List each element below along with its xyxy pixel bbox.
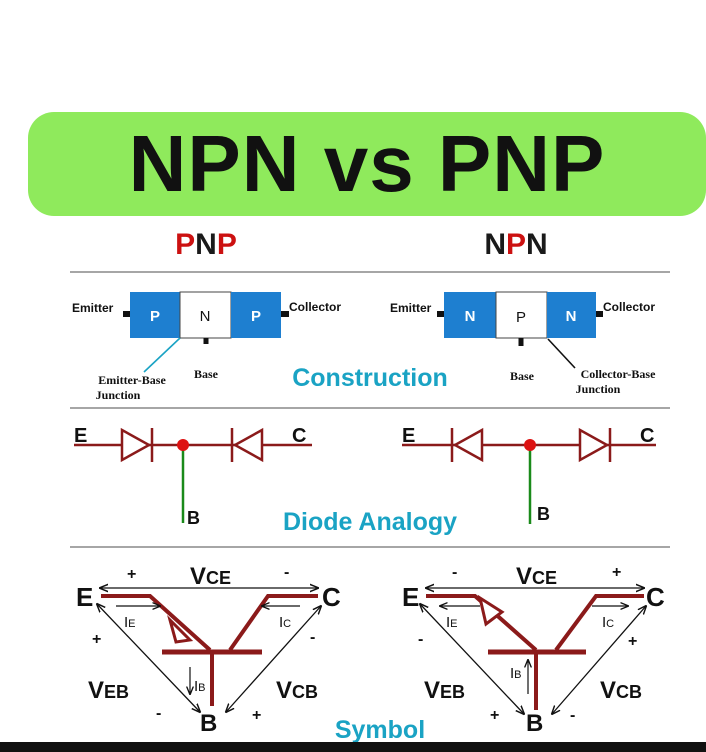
pnp-heading-p1: P [175,228,196,261]
npn-symbol-e-label: E [402,582,419,612]
npn-diode-cb [578,427,610,463]
pnp-heading-p2: P [216,228,237,261]
npn-junction-label-line1: Collector-Base [581,367,657,381]
pnp-emitter-wire [101,594,212,652]
pnp-ib-label: IB [194,678,206,695]
npn-veb-label: VEB [424,677,465,704]
pnp-block-n-label: N [200,308,211,325]
npn-symbol-b-label: B [526,710,543,737]
npn-junction-pointer [547,338,576,369]
pnp-vcb-label: VCB [276,677,318,704]
pnp-ic-label: IC [279,614,291,631]
npn-symbol-c-label: C [646,582,665,612]
npn-emitter-arrowhead [477,594,505,627]
pnp-emitter-arrowhead [167,614,194,644]
pnp-emitter-label: Emitter [72,301,114,315]
title-banner [28,112,706,216]
npn-veb-bottom-sign: + [490,707,499,724]
pnp-symbol: E C B VCE + - VEB + - VCB - + IE IC IB [76,563,341,737]
page-title: NPN vs PNP [128,119,606,208]
npn-block-n-right-label: N [566,308,577,325]
bottom-bar [0,742,706,752]
pnp-vcb-top-sign: - [310,629,315,646]
pnp-vce-left-sign: + [127,566,136,583]
npn-diode-eb [452,427,484,463]
pnp-block-n [179,291,232,339]
npn-block-n-right [547,292,596,338]
pnp-block-p-left [130,292,180,338]
pnp-symbol-e-label: E [76,582,93,612]
pnp-junction-label-line2: Junction [96,388,141,402]
npn-heading-p: P [505,228,526,261]
pnp-vce-label: VCE [190,563,231,590]
pnp-veb-top-sign: + [92,631,101,648]
npn-veb-top-sign: - [418,631,423,648]
npn-block-n-left [444,292,496,338]
npn-heading-n2: N [526,228,548,261]
npn-collector-wire [554,594,644,652]
pnp-block-p-right [231,292,281,338]
pnp-block-p-left-label: P [150,308,160,325]
npn-emitter-wire [426,594,538,652]
npn-heading: NPN [416,228,616,262]
npn-diode-e-label: E [402,425,415,447]
pnp-veb-bottom-sign: - [156,705,161,722]
npn-diode-analogy: E C B [402,425,656,524]
npn-vcb-bottom-sign: - [570,707,575,724]
pnp-construction: P N P Emitter Collector Base Emitter-Bas… [72,291,341,402]
npn-base-label: Base [510,369,535,383]
pnp-heading: PNP [106,228,306,262]
npn-diode-node [524,439,536,451]
pnp-diode-b-label: B [187,508,200,528]
pnp-junction-label-line1: Emitter-Base [98,373,166,387]
section-label-diode-analogy: Diode Analogy [283,508,457,536]
pnp-symbol-c-label: C [322,582,341,612]
npn-block-p [495,291,548,339]
npn-ic-label: IC [602,614,614,631]
pnp-diode-cb [232,427,264,463]
pnp-diode-analogy: E C B [74,425,312,528]
pnp-collector-wire [228,594,318,652]
npn-block-n-left-label: N [465,308,476,325]
pnp-collector-label: Collector [289,300,341,314]
npn-block-p-label: P [516,309,526,326]
pnp-heading-n: N [195,228,217,261]
pnp-veb-label: VEB [88,677,129,704]
pnp-diode-c-label: C [292,425,306,447]
npn-vcb-label: VCB [600,677,642,704]
pnp-block-p-right-label: P [251,308,261,325]
pnp-diode-node [177,439,189,451]
section-label-construction: Construction [292,364,448,392]
pnp-vcb-bottom-sign: + [252,707,261,724]
pnp-veb-arrow [97,604,200,712]
pnp-vcb-arrow [226,606,321,712]
pnp-ie-label: IE [124,614,136,631]
npn-ie-label: IE [446,614,458,631]
npn-collector-label: Collector [603,300,655,314]
npn-ib-label: IB [510,665,522,682]
npn-diode-b-label: B [537,504,550,524]
npn-vcb-top-sign: + [628,633,637,650]
npn-vce-left-sign: - [452,564,457,581]
pnp-vce-right-sign: - [284,564,289,581]
npn-veb-arrow [420,604,524,714]
npn-vcb-arrow [552,606,646,714]
npn-construction: N P N Emitter Collector Base Collector-B… [390,291,657,396]
npn-emitter-label: Emitter [390,301,432,315]
npn-vce-label: VCE [516,563,557,590]
npn-diode-c-label: C [640,425,654,447]
pnp-diode-eb [120,427,152,463]
npn-junction-label-line2: Junction [576,382,621,396]
npn-symbol: E C B VCE - + VEB - + VCB + - IE IC IB [402,563,665,737]
section-label-symbol: Symbol [335,716,425,744]
pnp-symbol-b-label: B [200,710,217,737]
pnp-junction-pointer [143,337,181,373]
pnp-base-label: Base [194,367,219,381]
pnp-diode-e-label: E [74,425,87,447]
npn-vce-right-sign: + [612,564,621,581]
npn-heading-n1: N [484,228,506,261]
